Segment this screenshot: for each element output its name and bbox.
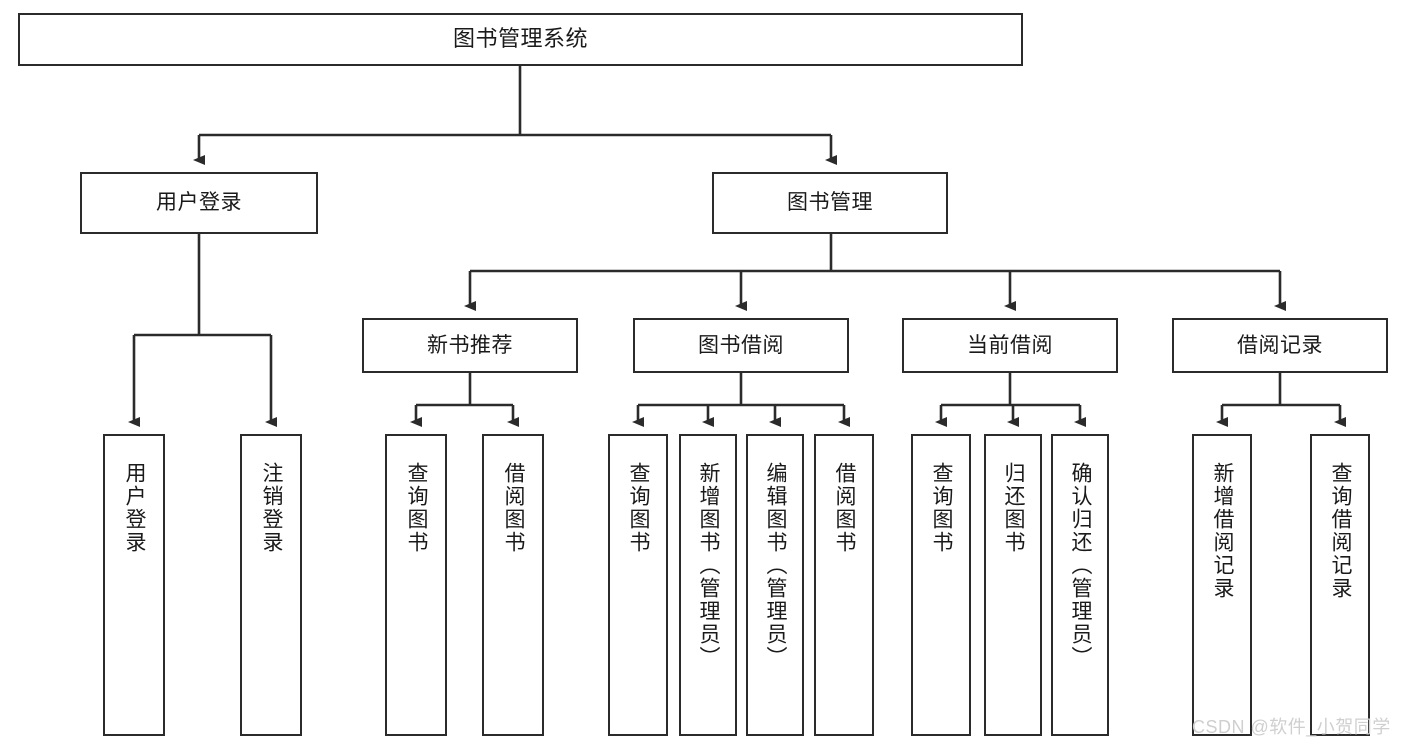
node-leaf-8-label: 查询图书 [930,462,954,554]
node-leaf-12-label: 查询借阅记录 [1329,462,1353,600]
node-leaf-11[interactable]: 新增借阅记录 [1192,434,1252,736]
node-leaf-4-label: 查询图书 [627,462,651,554]
node-user-login-label: 用户登录 [156,191,242,215]
node-leaf-7-label: 借阅图书 [833,462,857,554]
node-leaf-5[interactable]: 新增图书（管理员） [679,434,737,736]
node-leaf-4[interactable]: 查询图书 [608,434,668,736]
node-book-management[interactable]: 图书管理 [712,172,948,234]
node-root-label: 图书管理系统 [452,26,588,52]
node-leaf-12[interactable]: 查询借阅记录 [1310,434,1370,736]
node-leaf-3-label: 借阅图书 [502,462,526,554]
node-leaf-2[interactable]: 查询图书 [385,434,447,736]
node-leaf-9-label: 归还图书 [1002,462,1026,554]
node-book-borrow-label: 图书借阅 [698,333,784,357]
node-leaf-6[interactable]: 编辑图书（管理员） [746,434,804,736]
node-current-borrow[interactable]: 当前借阅 [902,318,1118,373]
node-book-borrow[interactable]: 图书借阅 [633,318,849,373]
node-leaf-10[interactable]: 确认归还（管理员） [1051,434,1109,736]
node-borrow-record-label: 借阅记录 [1237,333,1323,357]
node-leaf-11-label: 新增借阅记录 [1211,462,1235,600]
node-borrow-record[interactable]: 借阅记录 [1172,318,1388,373]
node-user-login[interactable]: 用户登录 [80,172,318,234]
node-leaf-7[interactable]: 借阅图书 [814,434,874,736]
node-current-borrow-label: 当前借阅 [967,333,1053,357]
node-leaf-10-label: 确认归还（管理员） [1069,462,1093,669]
node-root[interactable]: 图书管理系统 [18,13,1023,66]
node-new-book-recommend-label: 新书推荐 [427,333,513,357]
node-leaf-8[interactable]: 查询图书 [911,434,971,736]
node-leaf-6-label: 编辑图书（管理员） [764,462,788,669]
node-book-management-label: 图书管理 [787,191,873,215]
node-leaf-2-label: 查询图书 [405,462,429,554]
node-leaf-1-label: 注销登录 [260,462,284,554]
node-leaf-3[interactable]: 借阅图书 [482,434,544,736]
node-leaf-5-label: 新增图书（管理员） [697,462,721,669]
node-leaf-0[interactable]: 用户登录 [103,434,165,736]
node-leaf-1[interactable]: 注销登录 [240,434,302,736]
watermark: CSDN @软件_小贺同学 [1192,717,1391,737]
node-new-book-recommend[interactable]: 新书推荐 [362,318,578,373]
node-leaf-9[interactable]: 归还图书 [984,434,1042,736]
node-leaf-0-label: 用户登录 [123,462,147,554]
